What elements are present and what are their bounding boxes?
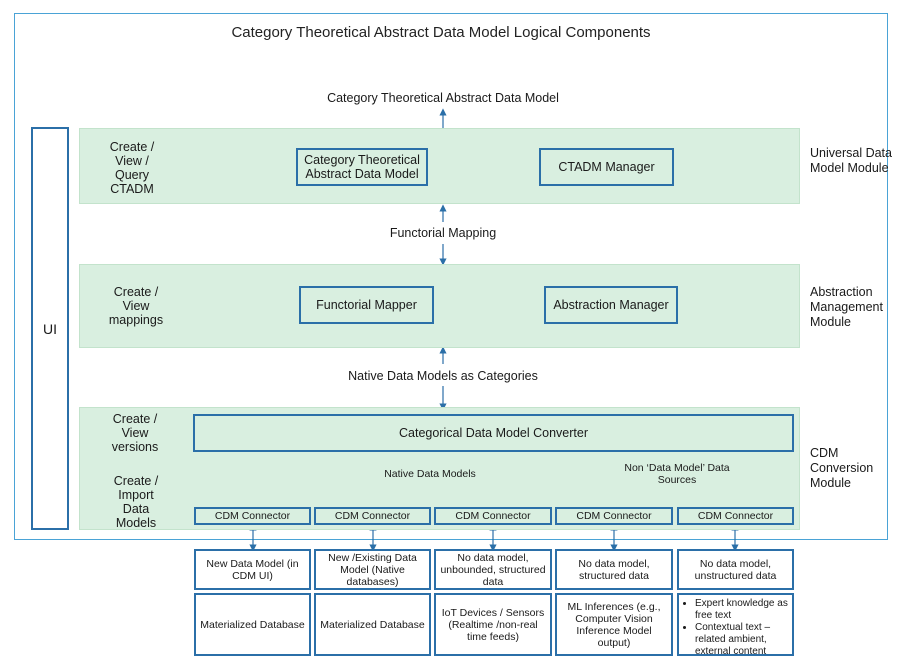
cdm-connector-3[interactable]: CDM Connector xyxy=(434,507,552,525)
diagram-title: Category Theoretical Abstract Data Model… xyxy=(231,24,651,41)
bullet-contextual-text: Contextual text – related ambient, exter… xyxy=(695,622,788,658)
universal-module-label: Universal Data Model Module xyxy=(810,146,892,175)
abstraction-module-label: Abstraction Management Module xyxy=(810,285,883,329)
cdm-side-label-import: Create / Import Data Models xyxy=(113,474,159,530)
top-label: Category Theoretical Abstract Data Model xyxy=(327,91,559,105)
universal-band xyxy=(79,128,800,204)
source-ml-inferences: ML Inferences (e.g., Computer Vision Inf… xyxy=(555,593,673,656)
source-materialized-db-2: Materialized Database xyxy=(314,593,431,656)
universal-side-label: Create / View / Query CTADM xyxy=(109,140,155,196)
source-unstructured: No data model, unstructured data xyxy=(677,549,794,590)
native-data-models-label: Native Data Models xyxy=(384,468,476,480)
cdm-converter-box[interactable]: Categorical Data Model Converter xyxy=(193,414,794,452)
abstraction-band xyxy=(79,264,800,348)
ctadm-box[interactable]: Category Theoretical Abstract Data Model xyxy=(296,148,428,186)
source-existing-data-model: New /Existing Data Model (Native databas… xyxy=(314,549,431,590)
bullet-expert-knowledge: Expert knowledge as free text xyxy=(695,598,788,622)
ui-label: UI xyxy=(43,320,57,337)
abstraction-manager-box[interactable]: Abstraction Manager xyxy=(544,286,678,324)
cdm-module-label: CDM Conversion Module xyxy=(810,446,874,490)
non-data-model-label: Non ‘Data Model’ Data Sources xyxy=(624,462,730,486)
functorial-mapping-label: Functorial Mapping xyxy=(389,226,497,240)
native-categories-label: Native Data Models as Categories xyxy=(348,369,538,383)
cdm-connector-4[interactable]: CDM Connector xyxy=(555,507,673,525)
source-new-data-model: New Data Model (in CDM UI) xyxy=(194,549,311,590)
cdm-side-label-versions: Create / View versions xyxy=(111,412,159,454)
source-iot-devices: IoT Devices / Sensors (Realtime /non-rea… xyxy=(434,593,552,656)
source-free-text: Expert knowledge as free text Contextual… xyxy=(677,593,794,658)
free-text-list: Expert knowledge as free text Contextual… xyxy=(683,598,788,658)
source-structured: No data model, structured data xyxy=(555,549,673,590)
source-materialized-db-1: Materialized Database xyxy=(194,593,311,656)
abstraction-side-label: Create / View mappings xyxy=(108,285,164,327)
ctadm-manager-box[interactable]: CTADM Manager xyxy=(539,148,674,186)
cdm-connector-1[interactable]: CDM Connector xyxy=(194,507,311,525)
cdm-connector-2[interactable]: CDM Connector xyxy=(314,507,431,525)
ui-panel[interactable]: UI xyxy=(31,127,69,530)
cdm-connector-5[interactable]: CDM Connector xyxy=(677,507,794,525)
diagram-frame xyxy=(14,13,888,540)
functorial-mapper-box[interactable]: Functorial Mapper xyxy=(299,286,434,324)
source-unbounded-structured: No data model, unbounded, structured dat… xyxy=(434,549,552,590)
